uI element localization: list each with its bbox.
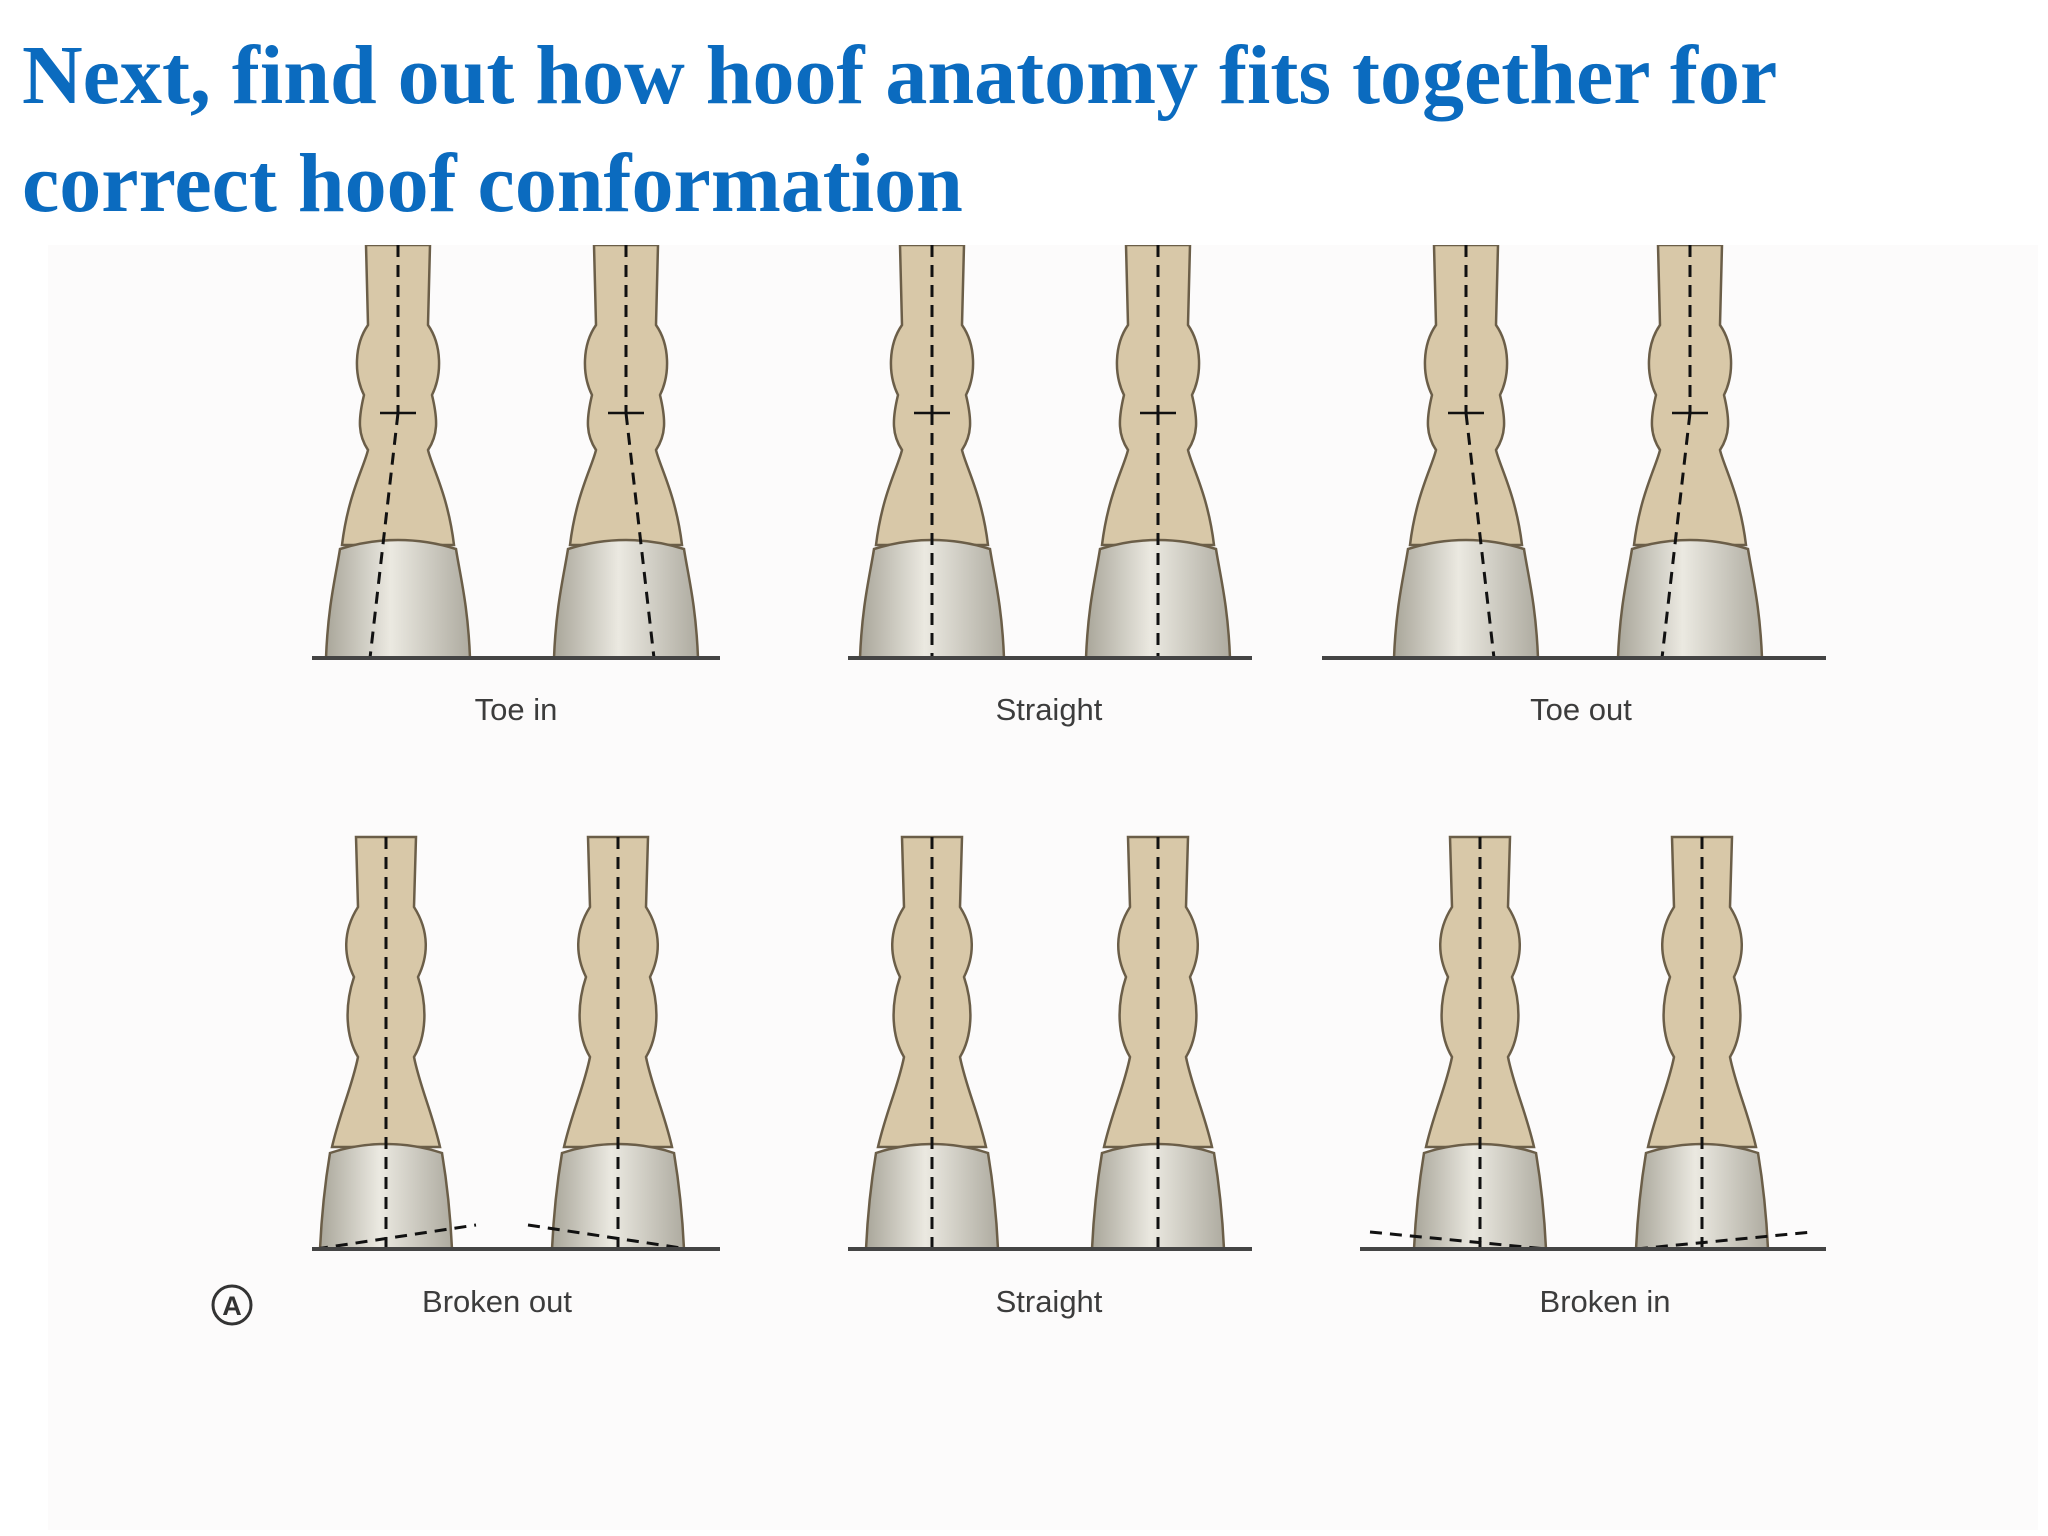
- hoof-shape: [1634, 1142, 1770, 1251]
- leg-left: [1392, 245, 1540, 660]
- figure-panel: Toe in Straight Toe out Broken out A: [48, 245, 2038, 1530]
- axis-lower: [1464, 412, 1496, 659]
- leg-shape: [1424, 835, 1536, 1149]
- leg-shape: [1102, 835, 1214, 1149]
- axis-lower: [624, 412, 656, 659]
- slide-title: Next, find out how hoof anatomy fits tog…: [22, 29, 1776, 230]
- caption-broken-in: Broken in: [1540, 1284, 1671, 1319]
- panel-broken-out: Broken out A: [211, 835, 720, 1326]
- leg-right: [527, 835, 689, 1251]
- hoof-shape: [1392, 538, 1540, 660]
- leg-shape: [330, 835, 442, 1149]
- hoof-shape: [552, 538, 700, 660]
- panel-straight-side: Straight: [848, 835, 1252, 1319]
- axis-lower: [1660, 412, 1692, 659]
- panel-marker-label: A: [222, 1291, 242, 1321]
- hoof-shape: [1412, 1142, 1548, 1251]
- leg-left: [858, 245, 1006, 660]
- panel-marker: A: [211, 1284, 253, 1326]
- caption-broken-out: Broken out: [422, 1284, 572, 1319]
- hoof-shape: [1090, 1142, 1226, 1251]
- hoof-shape: [324, 538, 472, 660]
- leg-right: [552, 245, 700, 660]
- caption-straight-front: Straight: [996, 692, 1103, 727]
- hoof-conformation-figure: Toe in Straight Toe out Broken out A: [211, 245, 1826, 1326]
- caption-straight-side: Straight: [996, 1284, 1103, 1319]
- hoof-shape: [318, 1142, 454, 1251]
- hoof-shape: [864, 1142, 1000, 1251]
- sole-angle-line: [1369, 1230, 1547, 1251]
- panel-straight-front: Straight: [848, 245, 1252, 727]
- panel-broken-in: Broken in: [1360, 835, 1826, 1319]
- sole-angle-line: [1635, 1230, 1813, 1251]
- hoof-shape: [550, 1142, 686, 1251]
- caption-toe-out: Toe out: [1530, 692, 1632, 727]
- hoof-shape: [1616, 538, 1764, 660]
- axis-lower: [368, 412, 400, 659]
- leg-left: [315, 835, 477, 1251]
- sole-angle-line: [527, 1223, 689, 1251]
- leg-right: [1634, 835, 1813, 1251]
- leg-right: [1616, 245, 1764, 660]
- panel-toe-out: Toe out: [1322, 245, 1826, 727]
- leg-left: [324, 245, 472, 660]
- caption-toe-in: Toe in: [475, 692, 558, 727]
- leg-shape: [562, 835, 674, 1149]
- leg-right: [1090, 835, 1226, 1251]
- sole-angle-line: [315, 1223, 477, 1251]
- leg-right: [1084, 245, 1232, 660]
- leg-shape: [1646, 835, 1758, 1149]
- leg-shape: [876, 835, 988, 1149]
- leg-left: [1369, 835, 1548, 1251]
- panel-toe-in: Toe in: [312, 245, 720, 727]
- leg-left: [864, 835, 1000, 1251]
